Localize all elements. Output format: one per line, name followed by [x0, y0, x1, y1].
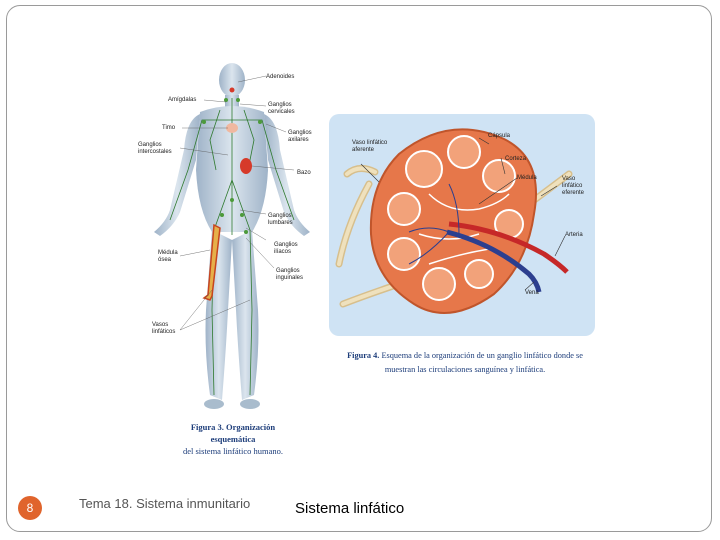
label-vaso-aferente: Vaso linfático aferente	[352, 140, 388, 153]
label-vaso-eferente: Vaso linfático eferente	[562, 176, 585, 196]
label-vasos-linfaticos: Vasos linfáticos	[152, 322, 176, 335]
caption-figure-4: Figura 4. Esquema de la organización de …	[345, 349, 585, 377]
footer-course-title: Tema 18. Sistema inmunitario	[79, 496, 251, 511]
label-ganglios-axilares: Ganglios axilares	[288, 130, 312, 143]
label-capsula: Cápsula	[488, 133, 511, 139]
label-medula: Médula	[517, 175, 537, 181]
label-ganglios-lumbares: Ganglios lumbares	[268, 213, 293, 226]
label-ganglios-intercostales: Ganglios intercostales	[138, 142, 172, 155]
label-bazo: Bazo	[297, 170, 311, 176]
caption-figure-4-text: Esquema de la organización de un ganglio…	[381, 351, 583, 374]
slide-title: Sistema linfático	[295, 500, 405, 517]
figure-lymphatic-system	[140, 60, 325, 420]
label-adenoides: Adenoides	[266, 74, 295, 80]
human-body-illustration	[154, 63, 310, 409]
caption-figure-3-line1: Figura 3. Organización esquemática	[190, 422, 276, 444]
label-ganglios-inguinales: Ganglios inguinales	[276, 268, 304, 281]
caption-figure-4-number: Figura 4.	[347, 351, 380, 360]
label-corteza: Corteza	[505, 156, 527, 162]
figure-lymph-node	[329, 114, 595, 336]
label-timo: Timo	[162, 125, 176, 131]
caption-figure-3: Figura 3. Organización esquemática del s…	[168, 421, 298, 457]
label-medula-osea: Médula ósea	[158, 250, 178, 263]
label-ganglios-cervicales: Ganglios cervicales	[268, 102, 295, 115]
label-amigdalas: Amígdalas	[168, 97, 197, 103]
page-number-badge: 8	[18, 496, 42, 520]
caption-figure-3-line2: del sistema linfático humano.	[182, 446, 284, 456]
label-arteria: Arteria	[565, 232, 583, 238]
lymph-node-illustration	[335, 128, 573, 314]
label-vena: Vena	[525, 290, 539, 296]
label-ganglios-iliacos: Ganglios ilíacos	[274, 242, 298, 255]
